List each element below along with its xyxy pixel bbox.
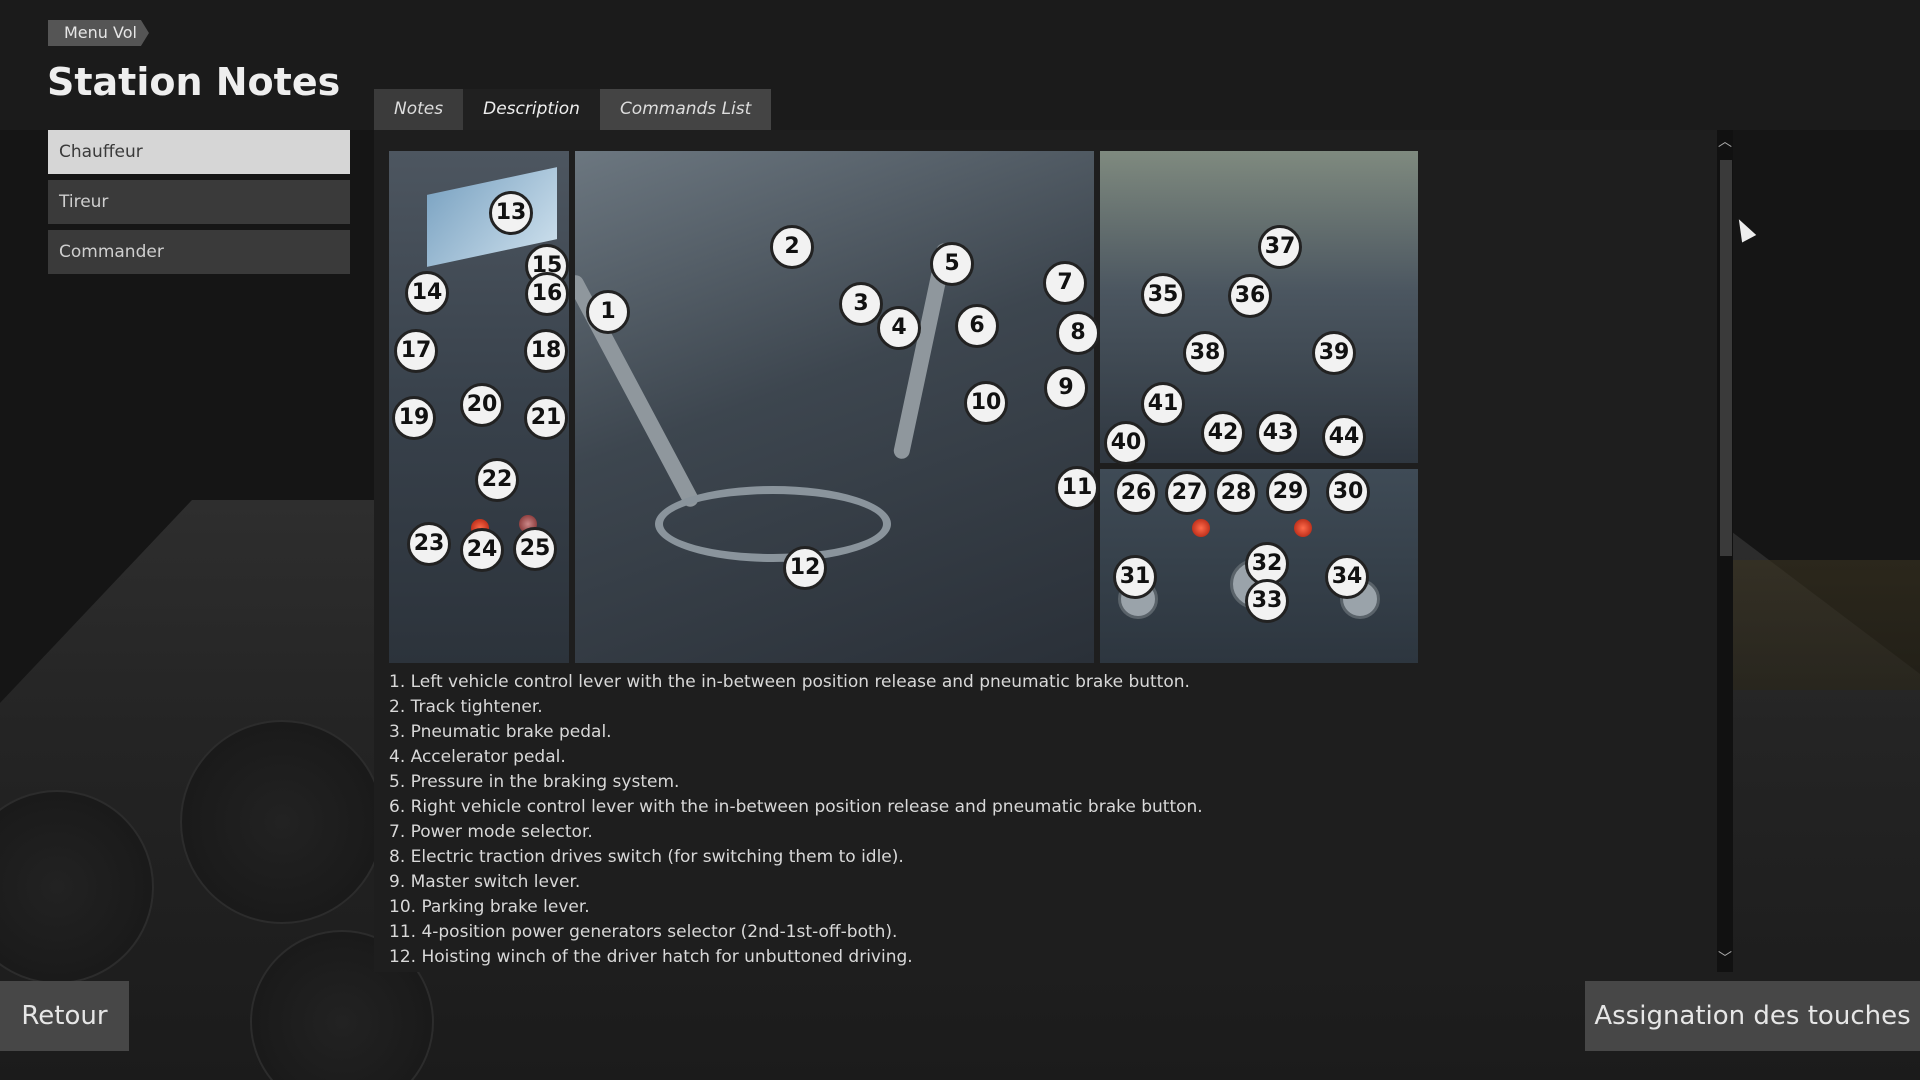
callout-marker: 24 <box>460 528 504 572</box>
callout-marker: 14 <box>405 271 449 315</box>
callout-marker: 44 <box>1322 415 1366 459</box>
breadcrumb[interactable]: Menu Vol <box>48 20 149 46</box>
back-button[interactable]: Retour <box>0 981 129 1051</box>
callout-marker: 5 <box>930 242 974 286</box>
sidebar-item-commander[interactable]: Commander <box>48 230 350 274</box>
note-item: 8. Electric traction drives switch (for … <box>389 847 904 867</box>
callout-marker: 21 <box>524 396 568 440</box>
tab-notes[interactable]: Notes <box>374 89 464 130</box>
sidebar-item-tireur[interactable]: Tireur <box>48 180 350 224</box>
callout-marker: 22 <box>475 458 519 502</box>
callout-marker: 1 <box>586 290 630 334</box>
callout-marker: 9 <box>1044 366 1088 410</box>
callout-marker: 42 <box>1201 411 1245 455</box>
callout-marker: 12 <box>783 546 827 590</box>
note-item: 1. Left vehicle control lever with the i… <box>389 672 1190 692</box>
hatch-wheel <box>655 486 891 562</box>
callout-marker: 20 <box>460 383 504 427</box>
tab-commands-list[interactable]: Commands List <box>599 89 772 130</box>
note-item: 5. Pressure in the braking system. <box>389 772 680 792</box>
callout-marker: 26 <box>1114 471 1158 515</box>
callout-marker: 25 <box>513 527 557 571</box>
callout-marker: 16 <box>525 272 569 316</box>
callout-marker: 35 <box>1141 273 1185 317</box>
callout-marker: 8 <box>1056 311 1100 355</box>
background-gauge <box>180 720 384 924</box>
note-item: 12. Hoisting winch of the driver hatch f… <box>389 947 913 967</box>
callout-marker: 36 <box>1228 274 1272 318</box>
callout-marker: 27 <box>1165 471 1209 515</box>
note-item: 4. Accelerator pedal. <box>389 747 566 767</box>
callout-marker: 29 <box>1266 470 1310 514</box>
callout-marker: 6 <box>955 304 999 348</box>
callout-marker: 41 <box>1141 382 1185 426</box>
tab-description[interactable]: Description <box>463 89 600 130</box>
page-title: Station Notes <box>47 60 341 104</box>
callout-marker: 33 <box>1245 579 1289 623</box>
callout-marker: 34 <box>1325 555 1369 599</box>
tab-bar: Notes Description Commands List <box>374 89 772 130</box>
driver-seat-image <box>575 151 1094 663</box>
scrollbar-thumb[interactable] <box>1720 160 1732 556</box>
callout-marker: 31 <box>1113 555 1157 599</box>
callout-marker: 28 <box>1214 471 1258 515</box>
callout-marker: 30 <box>1326 470 1370 514</box>
callout-marker: 13 <box>489 191 533 235</box>
warning-lamp <box>1192 519 1210 537</box>
callout-marker: 10 <box>964 381 1008 425</box>
callout-marker: 17 <box>394 329 438 373</box>
callout-marker: 19 <box>392 396 436 440</box>
description-panel: 1 2 3 4 5 6 7 8 9 10 11 12 13 14 15 16 1… <box>374 130 1717 972</box>
scroll-up-icon[interactable]: ︿ <box>1718 134 1732 150</box>
note-item: 9. Master switch lever. <box>389 872 581 892</box>
callout-marker: 38 <box>1183 331 1227 375</box>
key-bindings-button[interactable]: Assignation des touches <box>1585 981 1920 1051</box>
warning-lamp <box>1294 519 1312 537</box>
note-item: 3. Pneumatic brake pedal. <box>389 722 612 742</box>
callout-marker: 2 <box>770 225 814 269</box>
callout-marker: 11 <box>1055 466 1099 510</box>
scroll-down-icon[interactable]: ﹀ <box>1718 951 1732 967</box>
callout-marker: 40 <box>1104 421 1148 465</box>
cockpit-diagram: 1 2 3 4 5 6 7 8 9 10 11 12 13 14 15 16 1… <box>389 151 1418 663</box>
note-item: 7. Power mode selector. <box>389 822 593 842</box>
note-item: 10. Parking brake lever. <box>389 897 590 917</box>
callout-marker: 37 <box>1258 225 1302 269</box>
station-sidebar: Chauffeur Tireur Commander <box>48 130 350 280</box>
header-bar <box>0 0 1920 130</box>
notes-list: 1. Left vehicle control lever with the i… <box>389 670 1589 970</box>
background-gauge <box>0 790 154 984</box>
callout-marker: 4 <box>877 306 921 350</box>
note-item: 11. 4-position power generators selector… <box>389 922 898 942</box>
note-item: 6. Right vehicle control lever with the … <box>389 797 1203 817</box>
callout-marker: 23 <box>407 522 451 566</box>
callout-marker: 43 <box>1256 411 1300 455</box>
callout-marker: 3 <box>839 282 883 326</box>
note-item: 2. Track tightener. <box>389 697 543 717</box>
callout-marker: 39 <box>1312 331 1356 375</box>
callout-marker: 7 <box>1043 261 1087 305</box>
callout-marker: 18 <box>524 329 568 373</box>
sidebar-item-chauffeur[interactable]: Chauffeur <box>48 130 350 174</box>
